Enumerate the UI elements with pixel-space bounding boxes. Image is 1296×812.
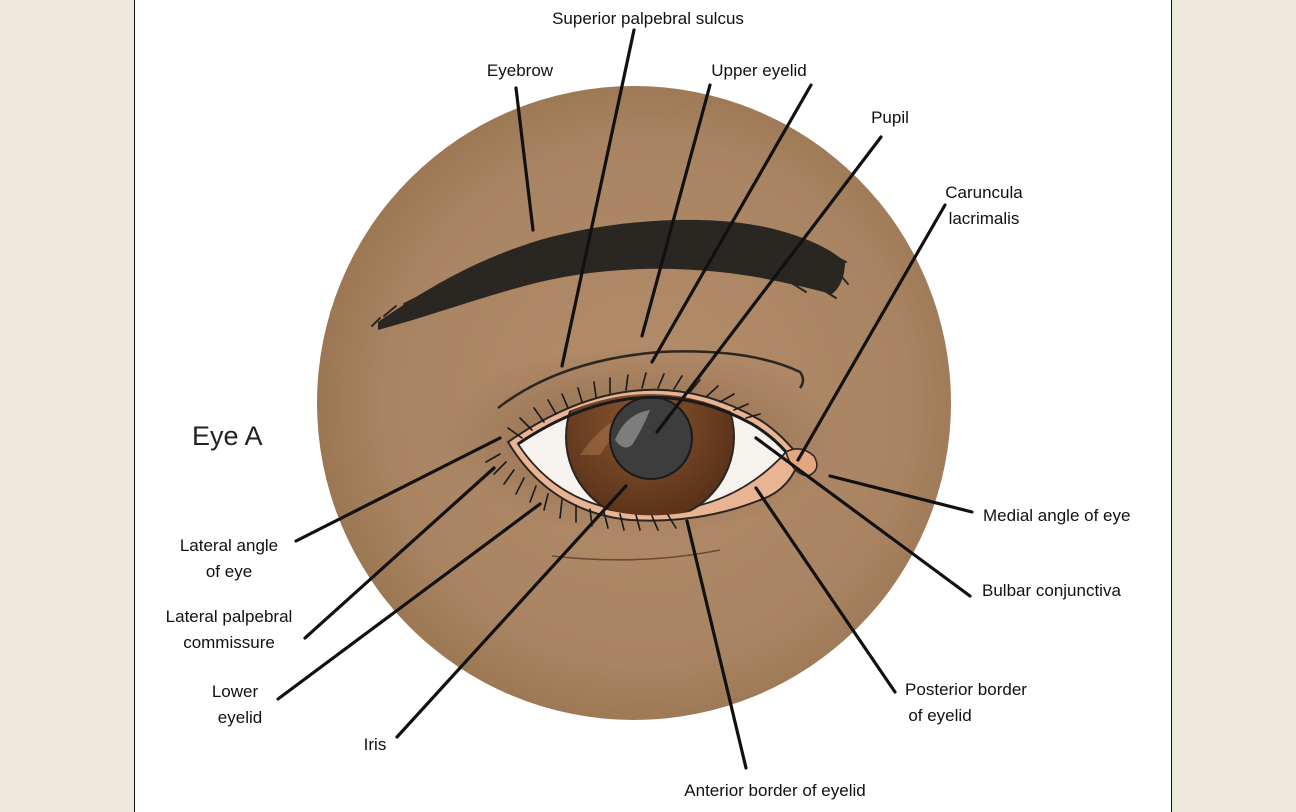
label-lateral-commissure-1: Lateral palpebral <box>166 607 293 626</box>
leader-pupil <box>655 135 883 434</box>
leader-anterior-border <box>685 519 748 770</box>
label-lateral-angle-1: Lateral angle <box>180 536 278 555</box>
label-eyebrow: Eyebrow <box>487 61 554 80</box>
leader-bulbar-conjunctiva <box>754 436 972 598</box>
label-upper-eyelid: Upper eyelid <box>711 61 806 80</box>
label-anterior-border: Anterior border of eyelid <box>684 781 865 800</box>
label-pupil: Pupil <box>871 108 909 127</box>
eye-opening <box>506 388 802 522</box>
leader-medial-angle <box>828 474 974 514</box>
label-lateral-commissure-2: commissure <box>183 633 275 652</box>
leader-upper-eyelid <box>640 83 712 338</box>
label-posterior-border-1: Posterior border <box>905 680 1027 699</box>
label-eye-a: Eye A <box>192 421 263 451</box>
leader-upper-eyelid-2 <box>650 83 813 364</box>
label-lower-eyelid-1: Lower <box>212 682 259 701</box>
eyelashes <box>485 372 761 531</box>
label-lateral-angle-2: of eye <box>206 562 252 581</box>
label-lower-eyelid-2: eyelid <box>218 708 262 727</box>
label-bulbar-conjunctiva: Bulbar conjunctiva <box>982 581 1121 600</box>
label-medial-angle: Medial angle of eye <box>983 506 1130 525</box>
leader-lower-eyelid <box>276 502 542 701</box>
lower-lid-fold <box>551 549 721 561</box>
caruncula <box>785 448 818 477</box>
eyebrow <box>371 219 849 330</box>
leader-iris <box>395 484 628 739</box>
label-posterior-border-2: of eyelid <box>908 706 971 725</box>
leader-lateral-angle <box>294 436 502 543</box>
leader-lines <box>276 28 974 770</box>
leader-caruncula <box>796 203 947 462</box>
label-iris: Iris <box>364 735 387 754</box>
label-superior-palpebral-sulcus: Superior palpebral sulcus <box>552 9 744 28</box>
label-caruncula-1: Caruncula <box>945 183 1023 202</box>
label-caruncula-2: lacrimalis <box>949 209 1020 228</box>
leader-posterior-border <box>754 486 897 694</box>
leader-eyebrow <box>514 86 535 232</box>
palpebral-crease <box>497 350 805 409</box>
leader-superior-palpebral-sulcus <box>560 28 636 368</box>
leader-lateral-commissure <box>303 466 496 640</box>
